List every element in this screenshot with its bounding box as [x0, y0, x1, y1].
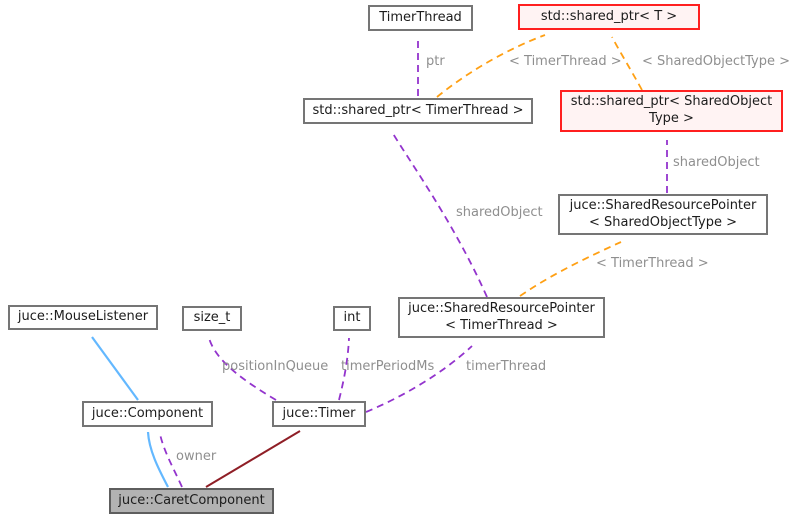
node-label: juce::MouseListener — [17, 309, 149, 325]
node-label: juce::Timer — [282, 405, 356, 421]
node-std-shared-ptr-sharedobjecttype[interactable]: std::shared_ptr< SharedObject Type > — [560, 90, 783, 132]
node-mouselistener[interactable]: juce::MouseListener — [8, 305, 158, 330]
edge-owner — [159, 433, 183, 488]
node-timerthread[interactable]: TimerThread — [368, 5, 473, 31]
edge-label-sharedobject-mid: sharedObject — [456, 205, 543, 220]
node-label: juce::Component — [91, 405, 204, 421]
node-size-t[interactable]: size_t — [182, 306, 242, 331]
edge-positioninqueue — [208, 337, 277, 401]
node-shared-resource-pointer-sharedobjecttype[interactable]: juce::SharedResourcePointer < SharedObje… — [558, 194, 768, 235]
node-int[interactable]: int — [333, 306, 371, 331]
edge-label-template-timerthread-mid: < TimerThread > — [596, 256, 709, 271]
edge-label-template-timerthread-top: < TimerThread > — [509, 54, 622, 69]
node-label: juce::CaretComponent — [118, 492, 265, 508]
node-label: std::shared_ptr< T > — [540, 8, 678, 24]
edge-sharedobject-mid — [391, 131, 488, 298]
node-std-shared-ptr-t[interactable]: std::shared_ptr< T > — [518, 4, 700, 30]
edge-label-timerperiodms: timerPeriodMs — [341, 359, 435, 374]
edge-inherit-component-to-mouselistener — [91, 336, 139, 401]
node-component[interactable]: juce::Component — [82, 401, 213, 427]
node-shared-resource-pointer-timerthread[interactable]: juce::SharedResourcePointer < TimerThrea… — [398, 297, 605, 338]
node-label-line2: Type > — [649, 111, 694, 126]
node-label-line1: std::shared_ptr< SharedObject — [570, 94, 773, 110]
edge-timerperiodms — [338, 337, 350, 401]
edge-label-ptr: ptr — [426, 54, 445, 69]
edge-inherit-caretcomponent-to-component — [146, 431, 169, 488]
edge-label-template-sharedobjecttype: < SharedObjectType > — [642, 54, 791, 69]
edge-label-sharedobject-right: sharedObject — [673, 155, 760, 170]
node-label: std::shared_ptr< TimerThread > — [312, 102, 524, 118]
edge-timerthread — [365, 345, 473, 413]
node-timer[interactable]: juce::Timer — [272, 401, 366, 427]
node-label-line1: juce::SharedResourcePointer — [569, 197, 757, 213]
edge-template-sharedobjecttype-to-shared-ptr-t — [611, 36, 643, 91]
node-label: int — [343, 310, 361, 326]
node-label: size_t — [193, 310, 231, 326]
edge-label-timerthread: timerThread — [466, 359, 547, 374]
edge-template-timerthread-to-shared-ptr-t — [436, 34, 546, 98]
edge-template-timerthread-to-srp-sharedobjecttype — [519, 241, 622, 297]
node-label: TimerThread — [379, 9, 462, 25]
edge-inherit-caretcomponent-to-timer — [205, 430, 301, 488]
node-label-line2: < TimerThread > — [445, 317, 558, 333]
node-caretcomponent: juce::CaretComponent — [109, 488, 274, 514]
node-std-shared-ptr-timerthread[interactable]: std::shared_ptr< TimerThread > — [303, 98, 533, 124]
node-label-line1: juce::SharedResourcePointer — [408, 300, 595, 316]
edge-label-owner: owner — [176, 449, 217, 464]
edge-label-positioninqueue: positionInQueue — [222, 359, 329, 374]
node-label-line2: < SharedObjectType > — [588, 214, 737, 230]
